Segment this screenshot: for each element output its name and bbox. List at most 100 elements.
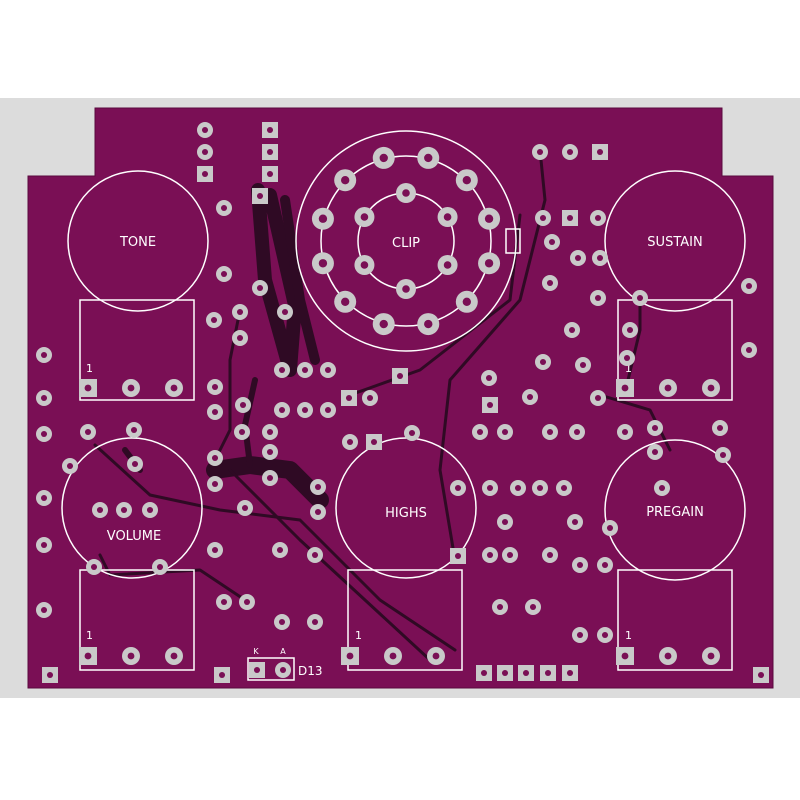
pad-hole bbox=[396, 372, 404, 380]
pot-body-outline bbox=[617, 569, 733, 671]
pad-hole bbox=[544, 669, 552, 677]
pad-hole bbox=[546, 551, 554, 559]
pad-hole bbox=[127, 384, 135, 392]
pad-hole bbox=[346, 652, 354, 660]
pad-hole bbox=[560, 484, 568, 492]
pad-hole bbox=[651, 448, 659, 456]
pad-hole bbox=[443, 261, 452, 269]
pads-layer bbox=[36, 122, 769, 683]
pad-hole bbox=[266, 170, 274, 178]
pad-hole bbox=[484, 214, 494, 223]
pad-hole bbox=[84, 384, 92, 392]
pin1-label: 1 bbox=[625, 362, 632, 375]
pad-hole bbox=[84, 428, 92, 436]
pad-hole bbox=[278, 406, 286, 414]
pad-hole bbox=[301, 366, 309, 374]
pad-hole bbox=[539, 358, 547, 366]
pad-hole bbox=[360, 261, 369, 269]
pad-hole bbox=[201, 148, 209, 156]
diode-d13[interactable]: K A D13 bbox=[247, 647, 323, 681]
pad-hole bbox=[601, 631, 609, 639]
pad-hole bbox=[243, 598, 251, 606]
pad-hole bbox=[658, 484, 666, 492]
pad-hole bbox=[501, 428, 509, 436]
pad-hole bbox=[278, 366, 286, 374]
switch-tab bbox=[505, 228, 521, 254]
pad-hole bbox=[496, 603, 504, 611]
trace bbox=[93, 443, 457, 652]
pad-hole bbox=[757, 671, 765, 679]
pad-hole bbox=[211, 546, 219, 554]
pad-hole bbox=[256, 284, 264, 292]
pad-hole bbox=[574, 254, 582, 262]
diode-outline bbox=[247, 657, 295, 681]
pad-hole bbox=[536, 148, 544, 156]
pad-hole bbox=[236, 308, 244, 316]
pad-hole bbox=[526, 393, 534, 401]
pad-hole bbox=[130, 426, 138, 434]
switch-outer-outline bbox=[295, 130, 517, 352]
pad-hole bbox=[546, 428, 554, 436]
pot-body-outline bbox=[79, 299, 195, 401]
pad-hole bbox=[276, 546, 284, 554]
pad-hole bbox=[529, 603, 537, 611]
pad-hole bbox=[211, 480, 219, 488]
pad-hole bbox=[707, 384, 715, 392]
pot-knob-outline bbox=[604, 439, 746, 581]
pad-hole bbox=[40, 394, 48, 402]
pad-hole bbox=[46, 671, 54, 679]
pad-hole bbox=[522, 669, 530, 677]
pot-body-outline bbox=[79, 569, 195, 671]
pad-hole bbox=[454, 552, 462, 560]
pad-hole bbox=[536, 484, 544, 492]
pot-label: HIGHS bbox=[385, 506, 427, 521]
pot-pregain[interactable]: PREGAIN 1 bbox=[604, 439, 746, 671]
pad-hole bbox=[506, 551, 514, 559]
pad-hole bbox=[594, 294, 602, 302]
pad-hole bbox=[239, 401, 247, 409]
pad-hole bbox=[266, 126, 274, 134]
pad-hole bbox=[211, 383, 219, 391]
pot-knob-outline bbox=[604, 170, 746, 312]
pad-hole bbox=[324, 366, 332, 374]
pad-hole bbox=[594, 214, 602, 222]
pad-hole bbox=[366, 394, 374, 402]
pot-tone[interactable]: TONE 1 bbox=[67, 170, 209, 401]
switch-label: CLIP bbox=[392, 236, 420, 251]
pad-hole bbox=[486, 551, 494, 559]
pad-hole bbox=[379, 319, 388, 329]
pad-hole bbox=[266, 148, 274, 156]
pad-hole bbox=[370, 438, 378, 446]
pot-sustain[interactable]: SUSTAIN 1 bbox=[604, 170, 746, 401]
pad-hole bbox=[170, 652, 178, 660]
pad-hole bbox=[566, 669, 574, 677]
pad-hole bbox=[278, 618, 286, 626]
pad-hole bbox=[341, 176, 350, 185]
pad-hole bbox=[266, 448, 274, 456]
pad-hole bbox=[170, 384, 178, 392]
pad-hole bbox=[218, 671, 226, 679]
trace bbox=[438, 148, 547, 562]
pad-hole bbox=[324, 406, 332, 414]
pad-hole bbox=[210, 316, 218, 324]
pad-hole bbox=[716, 424, 724, 432]
pad-hole bbox=[40, 541, 48, 549]
pad-hole bbox=[40, 430, 48, 438]
pad-hole bbox=[201, 170, 209, 178]
pad-hole bbox=[311, 618, 319, 626]
pad-hole bbox=[566, 214, 574, 222]
diode-pin-k-label: K bbox=[253, 647, 259, 656]
pad-hole bbox=[131, 460, 139, 468]
pad-hole bbox=[211, 408, 219, 416]
pad-hole bbox=[548, 238, 556, 246]
pad-hole bbox=[480, 669, 488, 677]
pad-hole bbox=[566, 148, 574, 156]
pad-hole bbox=[476, 428, 484, 436]
pad-hole bbox=[266, 474, 274, 482]
pad-hole bbox=[664, 652, 672, 660]
pad-hole bbox=[576, 561, 584, 569]
pot-volume[interactable]: VOLUME 1 bbox=[61, 437, 203, 671]
pad-hole bbox=[220, 204, 228, 212]
pad-hole bbox=[594, 394, 602, 402]
